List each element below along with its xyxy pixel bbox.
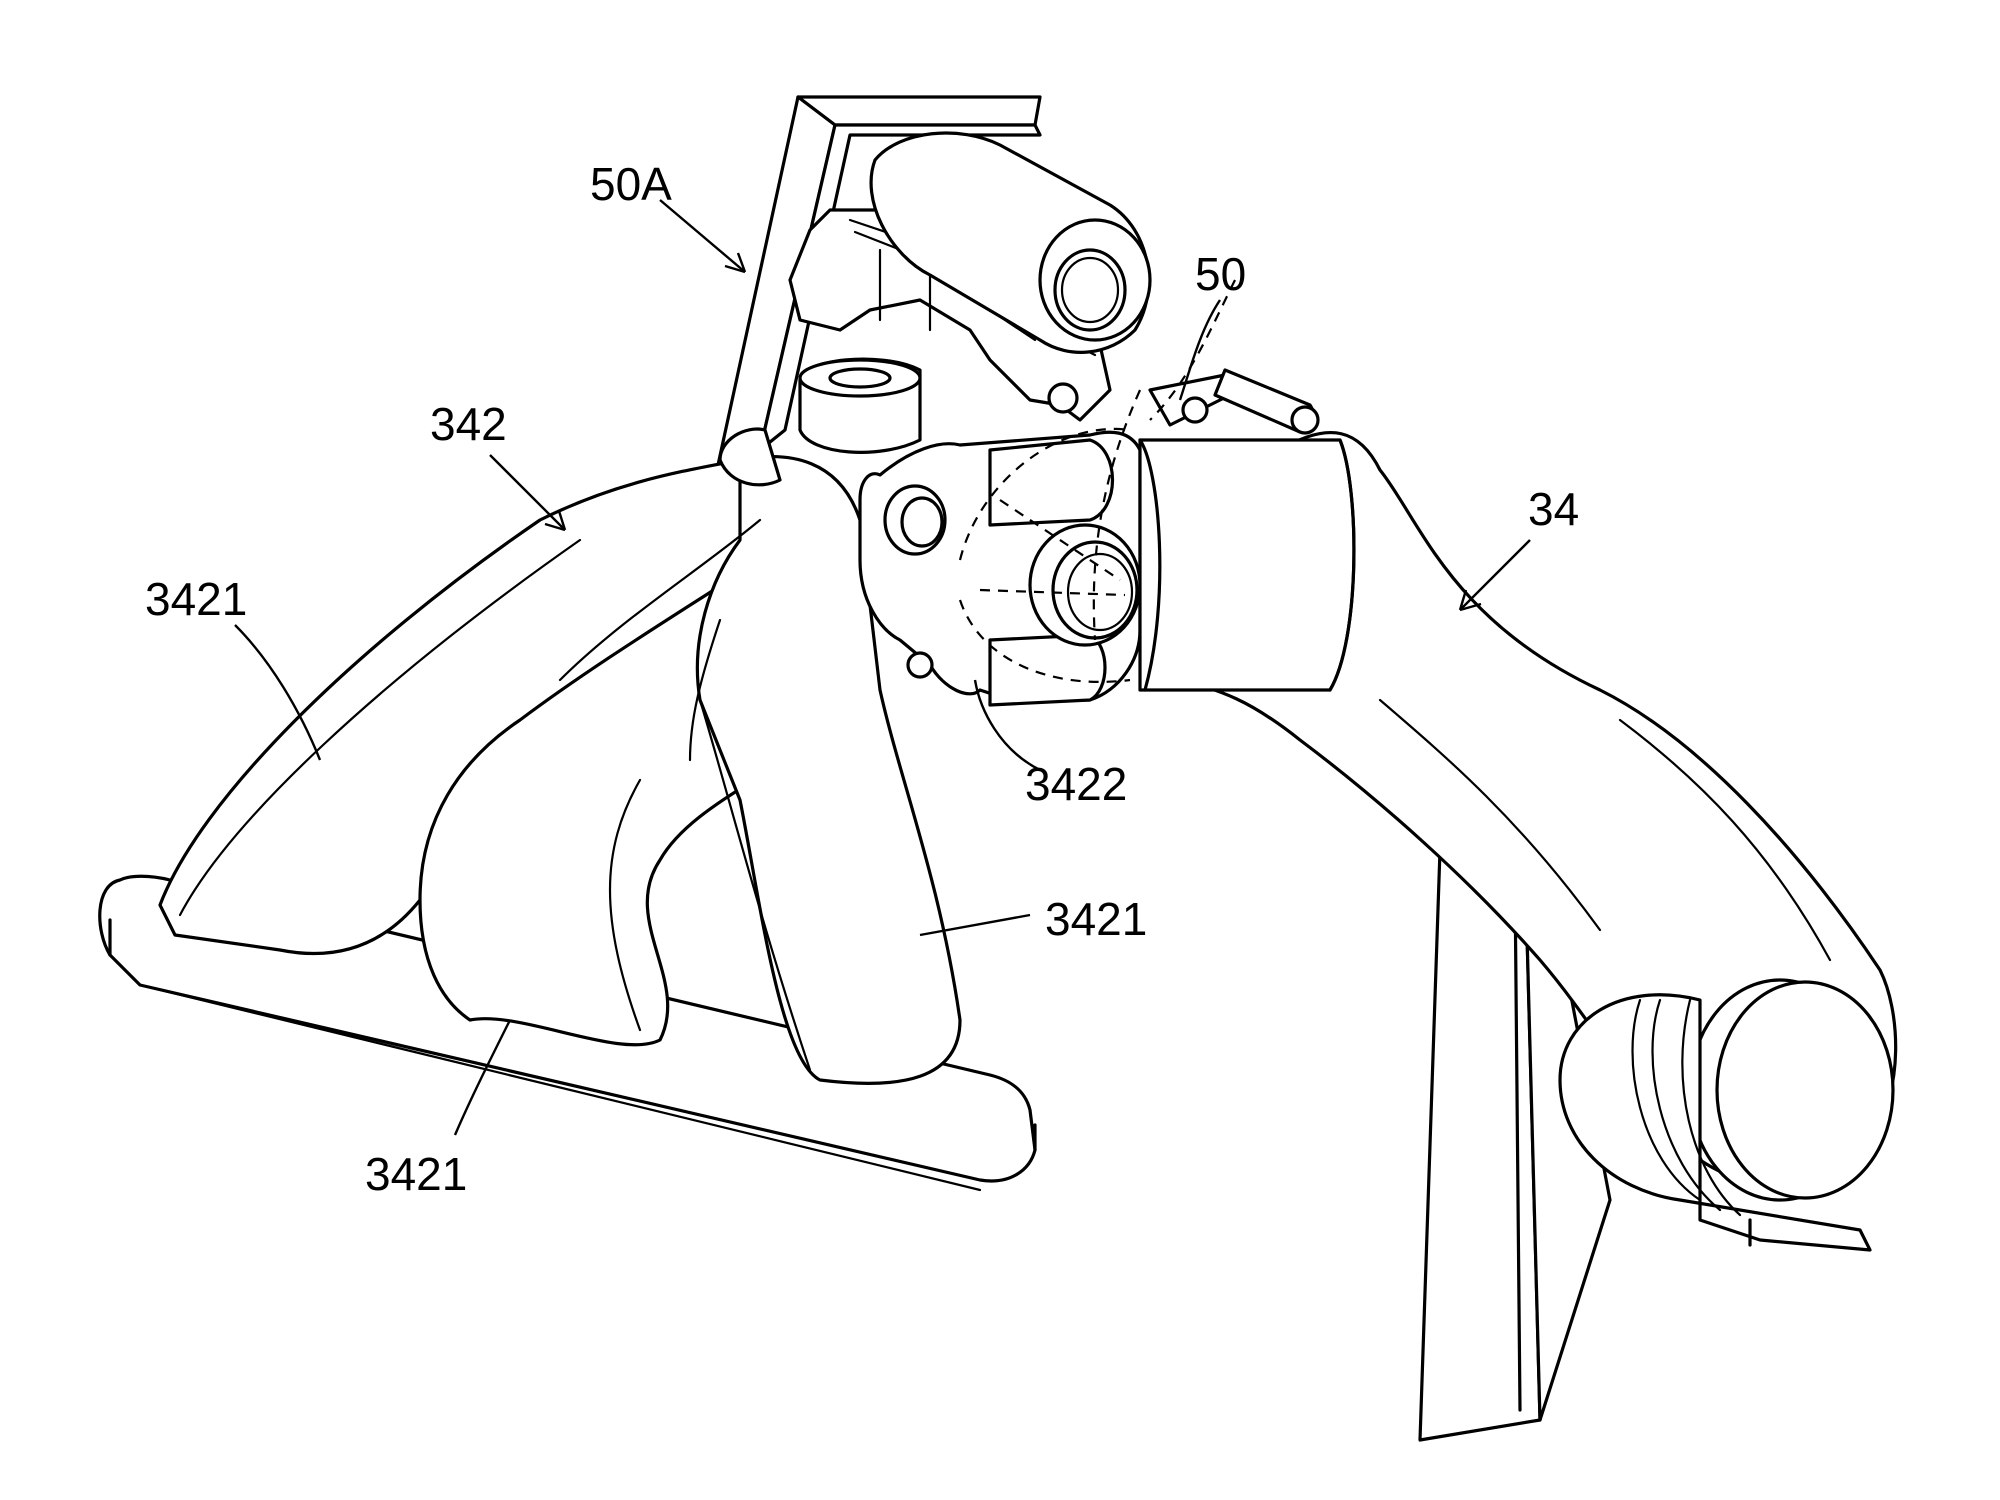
label-50: 50 <box>1195 248 1246 300</box>
label-34: 34 <box>1528 483 1579 535</box>
label-342: 342 <box>430 398 507 450</box>
manifold-outlet-flange-3422 <box>858 427 1142 707</box>
pipe-end-coupling <box>1558 978 1895 1252</box>
leader-lines <box>234 199 1531 1136</box>
label-3421-right: 3421 <box>1045 893 1147 945</box>
vertical-support-plate <box>1418 848 1612 1442</box>
label-50A: 50A <box>590 158 672 210</box>
wastegate-actuator-50 <box>788 131 1320 641</box>
manifold-boss <box>718 357 922 487</box>
connecting-cylinder <box>1138 438 1356 692</box>
label-3421-left: 3421 <box>145 573 247 625</box>
reference-labels: 50A 50 342 34 3421 3422 3421 3421 <box>145 158 1579 1200</box>
label-3421-bottom: 3421 <box>365 1148 467 1200</box>
label-3422: 3422 <box>1025 758 1127 810</box>
